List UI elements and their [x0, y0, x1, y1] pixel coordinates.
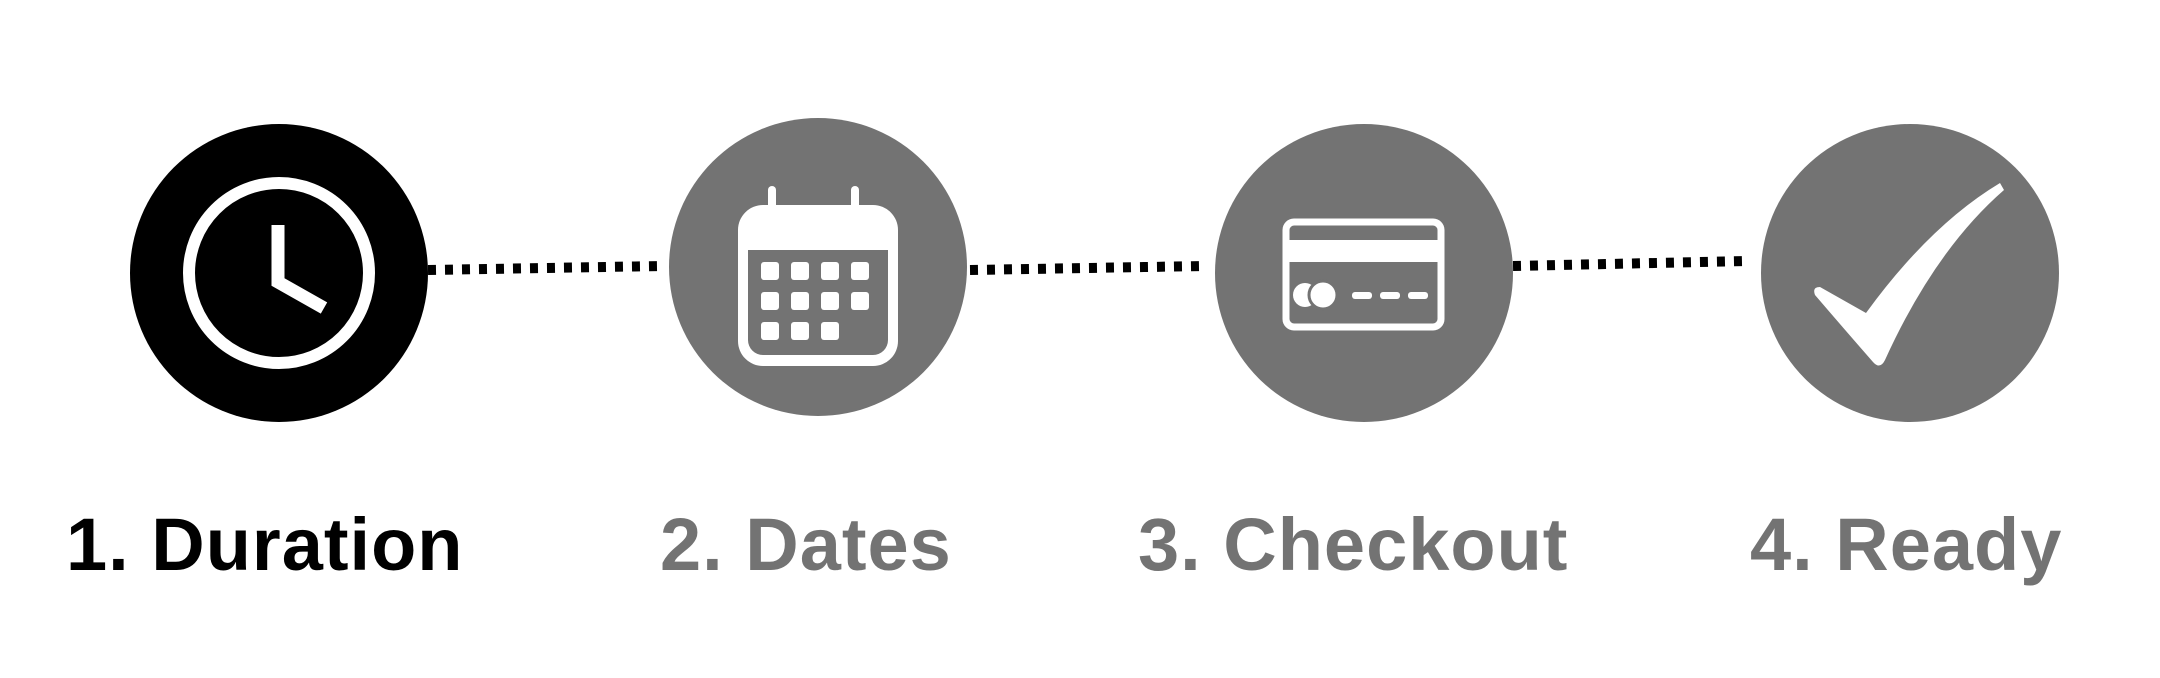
clock-icon	[183, 177, 375, 369]
step-2-label[interactable]: 2. Dates	[660, 503, 952, 586]
connector-2-3	[969, 261, 1206, 275]
step-1-label[interactable]: 1. Duration	[66, 503, 464, 586]
step-3-circle[interactable]	[1215, 124, 1513, 422]
step-2-circle[interactable]	[669, 118, 967, 416]
step-4-label[interactable]: 4. Ready	[1750, 503, 2063, 586]
connector-3-4	[1512, 256, 1749, 271]
step-1-circle[interactable]	[130, 124, 428, 422]
step-4-circle[interactable]	[1761, 124, 2059, 422]
calendar-icon	[738, 186, 898, 366]
connector-1-2	[427, 261, 663, 275]
step-3-label[interactable]: 3. Checkout	[1138, 503, 1569, 586]
credit-card-icon	[1282, 218, 1445, 331]
checkmark-icon	[1814, 183, 2004, 366]
